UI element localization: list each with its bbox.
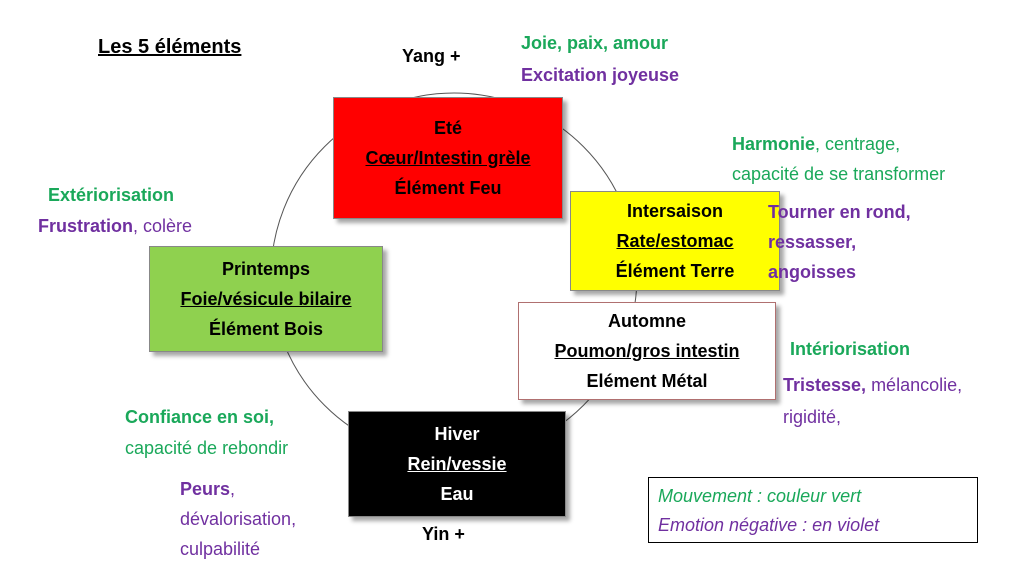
element-water-season: Hiver — [434, 424, 480, 444]
fire-emotion: Excitation joyeuse — [521, 65, 680, 85]
water-emotion: Peurs, — [180, 474, 235, 505]
element-fire-box: Eté Cœur/Intestin grèle Élément Feu — [333, 97, 563, 219]
wood-emotion: Frustration, colère — [38, 211, 192, 242]
element-fire-organs: Cœur/Intestin grèle — [365, 148, 531, 168]
metal-emotion-bold: Tristesse, — [783, 375, 867, 395]
earth-emotion-line3: angoisses — [768, 262, 857, 282]
element-metal-season: Automne — [608, 311, 686, 331]
element-water-organs: Rein/vessie — [407, 454, 507, 474]
water-emotion-bold: Peurs — [180, 479, 231, 499]
water-movement-line2: capacité de rebondir — [125, 438, 289, 458]
element-metal-name: Elément Métal — [586, 371, 708, 391]
water-emotion-rest: , — [230, 479, 236, 499]
element-water-name: Eau — [440, 484, 474, 504]
page-title: Les 5 éléments — [98, 36, 242, 58]
element-wood-name: Élément Bois — [208, 319, 324, 339]
earth-movement: Harmonie, centrage, — [732, 129, 900, 160]
element-earth-season: Intersaison — [626, 201, 724, 221]
earth-movement-line2: capacité de se transformer — [732, 164, 946, 184]
element-earth-box: Intersaison Rate/estomac Élément Terre — [570, 191, 780, 291]
wood-movement: Extériorisation — [48, 185, 175, 205]
water-emotion-line2: dévalorisation, — [180, 509, 297, 529]
yin-label: Yin + — [422, 524, 465, 544]
element-earth-organs: Rate/estomac — [616, 231, 734, 251]
element-metal-box: Automne Poumon/gros intestin Elément Mét… — [518, 302, 776, 400]
element-fire-name: Élément Feu — [394, 178, 502, 198]
legend-box: Mouvement : couleur vert Emotion négativ… — [648, 477, 978, 543]
fire-movement: Joie, paix, amour — [521, 33, 669, 53]
earth-emotion-line1: Tourner en rond, — [768, 202, 911, 222]
metal-emotion: Tristesse, mélancolie, — [783, 370, 962, 401]
earth-movement-rest: , centrage, — [815, 134, 901, 154]
wood-emotion-bold: Frustration — [38, 216, 134, 236]
element-metal-organs: Poumon/gros intestin — [554, 341, 740, 361]
wood-emotion-rest: , colère — [133, 216, 193, 236]
element-wood-box: Printemps Foie/vésicule bilaire Élément … — [149, 246, 383, 352]
legend-emotion: Emotion négative : en violet — [658, 515, 880, 535]
metal-movement: Intériorisation — [790, 339, 911, 359]
yang-label: Yang + — [402, 46, 461, 66]
water-emotion-line3: culpabilité — [180, 539, 261, 559]
earth-emotion-line2: ressasser, — [768, 232, 857, 252]
element-wood-season: Printemps — [221, 259, 311, 279]
element-water-box: Hiver Rein/vessie Eau — [348, 411, 566, 517]
earth-movement-bold: Harmonie — [732, 134, 816, 154]
water-movement: Confiance en soi, — [125, 407, 275, 427]
element-earth-name: Élément Terre — [615, 261, 735, 281]
legend-movement: Mouvement : couleur vert — [658, 486, 862, 506]
element-fire-season: Eté — [433, 118, 462, 138]
element-wood-organs: Foie/vésicule bilaire — [180, 289, 352, 309]
metal-emotion-line2: rigidité, — [783, 407, 842, 427]
metal-emotion-rest: mélancolie, — [866, 375, 963, 395]
